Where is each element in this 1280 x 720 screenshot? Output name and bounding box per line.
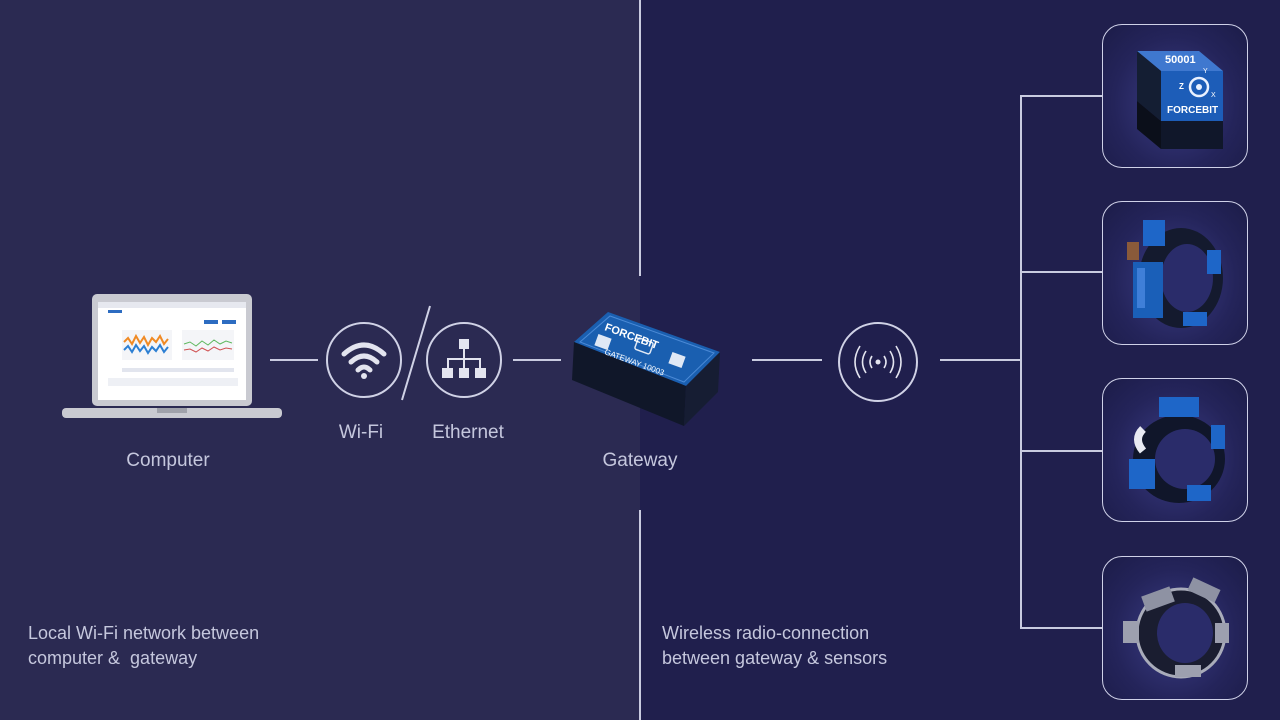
connector-radio-bus	[940, 359, 1022, 361]
ethernet-circle	[426, 322, 502, 398]
section-divider-top	[639, 0, 641, 276]
sensor-clamp	[1103, 557, 1248, 700]
ethernet-label: Ethernet	[420, 422, 516, 444]
sensor-axis-y: Y	[1203, 68, 1208, 75]
wifi-circle	[326, 322, 402, 398]
laptop-icon	[62, 294, 282, 428]
branch-sensor-3	[1020, 450, 1102, 452]
section-divider-bottom	[639, 510, 641, 720]
sensor-clamp	[1103, 379, 1248, 522]
sensor-tile-2	[1102, 201, 1248, 345]
left-caption: Local Wi-Fi network between computer & g…	[28, 621, 348, 671]
sensor-axis-z: Z	[1179, 82, 1184, 91]
gateway-label: Gateway	[580, 450, 700, 472]
radio-signal-icon	[848, 342, 908, 382]
sensor-clamp	[1103, 202, 1248, 345]
gateway-device: FORCEBIT GATEWAY 10003	[566, 306, 726, 432]
ethernet-network-icon	[441, 337, 487, 383]
computer-label: Computer	[98, 450, 238, 472]
right-caption-line-2: between gateway & sensors	[662, 646, 982, 671]
sensor-tile-1: 50001 Y Z X FORCEBIT	[1102, 24, 1248, 168]
right-caption-line-1: Wireless radio-connection	[662, 621, 982, 646]
sensor-serial: 50001	[1165, 54, 1196, 66]
sensor-tile-4	[1102, 556, 1248, 700]
branch-sensor-2	[1020, 271, 1102, 273]
connector-laptop-wifi	[270, 359, 318, 361]
sensor-cube: 50001 Y Z X FORCEBIT	[1103, 25, 1248, 168]
sensor-bus	[1020, 96, 1022, 629]
connector-gateway-radio	[752, 359, 822, 361]
branch-sensor-4	[1020, 627, 1102, 629]
left-caption-line-2: computer & gateway	[28, 646, 348, 671]
left-caption-line-1: Local Wi-Fi network between	[28, 621, 348, 646]
connector-ethernet-gateway	[513, 359, 561, 361]
right-caption: Wireless radio-connection between gatewa…	[662, 621, 982, 671]
wifi-label: Wi-Fi	[320, 422, 402, 444]
sensor-brand-text: FORCEBIT	[1167, 105, 1218, 116]
radio-circle	[838, 322, 918, 402]
sensor-tile-3	[1102, 378, 1248, 522]
wifi-icon	[339, 340, 389, 380]
branch-sensor-1	[1020, 95, 1102, 97]
sensor-axis-x: X	[1211, 92, 1216, 99]
